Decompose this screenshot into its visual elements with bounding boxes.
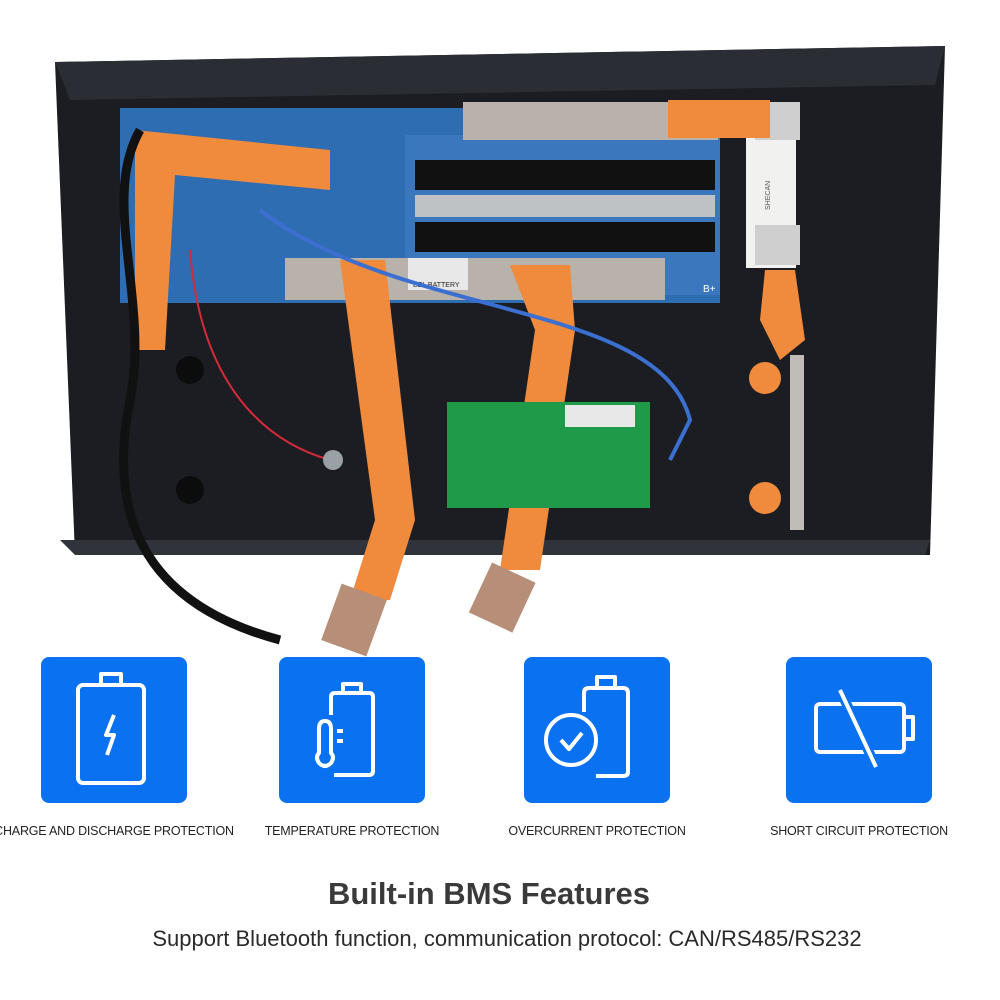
page-subtitle: Support Bluetooth function, communicatio…: [152, 926, 862, 951]
feature-overcurrent: OVERCURRENT PROTECTION: [508, 657, 686, 838]
feature-short-circuit: SHORT CIRCUIT PROTECTION: [770, 657, 948, 838]
feature-label: CHARGE AND DISCHARGE PROTECTION: [0, 824, 234, 838]
battery-thermometer-icon: [315, 682, 375, 777]
battery-charging-icon: [76, 672, 146, 785]
feature-label: TEMPERATURE PROTECTION: [264, 824, 440, 838]
mosfet-array: [415, 160, 715, 252]
fuse-label: SHECAN: [765, 181, 772, 210]
bms-product-photo: EEL BATTERY B+ SHECAN: [55, 46, 945, 657]
terminal-label: B+: [703, 284, 716, 295]
feature-label: OVERCURRENT PROTECTION: [508, 824, 686, 838]
pcb-label: EEL BATTERY: [413, 282, 460, 289]
terminal-lug: [321, 583, 387, 657]
battery-check-icon: [544, 675, 630, 778]
feature-temperature: TEMPERATURE PROTECTION: [265, 657, 439, 838]
page-title: Built-in BMS Features: [327, 876, 651, 911]
feature-label: SHORT CIRCUIT PROTECTION: [770, 824, 948, 838]
feature-charge-discharge: CHARGE AND DISCHARGE PROTECTION: [0, 657, 234, 838]
wire-harness: [119, 127, 282, 645]
battery-slash-icon: [814, 687, 915, 770]
terminal-lug: [468, 562, 536, 633]
